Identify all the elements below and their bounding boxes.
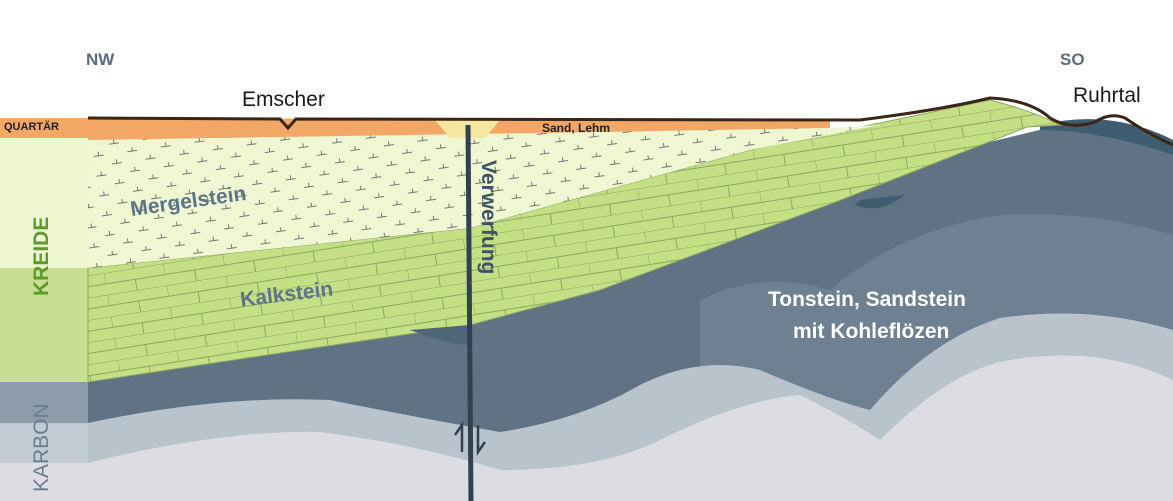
layer-kalkstein [87, 99, 1062, 383]
rock-label-karbon-line2: mit Kohleflözen [793, 320, 950, 343]
layer-karbon-pocket [855, 195, 905, 209]
place-emscher: Emscher [242, 88, 325, 111]
era-label-quartaer: QUARTÄR [4, 121, 59, 133]
era-label-karbon: KARBON [30, 403, 53, 492]
era-band-quartaer [0, 118, 88, 138]
place-ruhrtal: Ruhrtal [1073, 84, 1141, 107]
era-label-kreide: KREIDE [30, 216, 53, 296]
era-band-karbon-1 [0, 382, 88, 423]
era-band-kreide-lower [0, 268, 88, 382]
era-band-kreide-upper [0, 138, 88, 268]
fault-label: Verwerfung [477, 160, 500, 275]
fault-arrow-down-icon [476, 425, 487, 456]
era-band-karbon-3 [0, 463, 88, 501]
fault-arrow-up-icon [453, 421, 464, 452]
direction-nw: NW [86, 50, 115, 69]
layer-karbon-light [88, 355, 1173, 501]
era-band-karbon-2 [0, 423, 88, 463]
layer-kalkstein-pocket [410, 325, 470, 345]
rock-label-karbon-line1: Tonstein, Sandstein [768, 288, 966, 311]
rock-label-sand-lehm: Sand, Lehm [542, 121, 611, 135]
layer-mergelstein [88, 125, 880, 268]
direction-so: SO [1060, 50, 1085, 69]
ground-surface-line [87, 96, 1173, 147]
fault-line [465, 124, 474, 501]
